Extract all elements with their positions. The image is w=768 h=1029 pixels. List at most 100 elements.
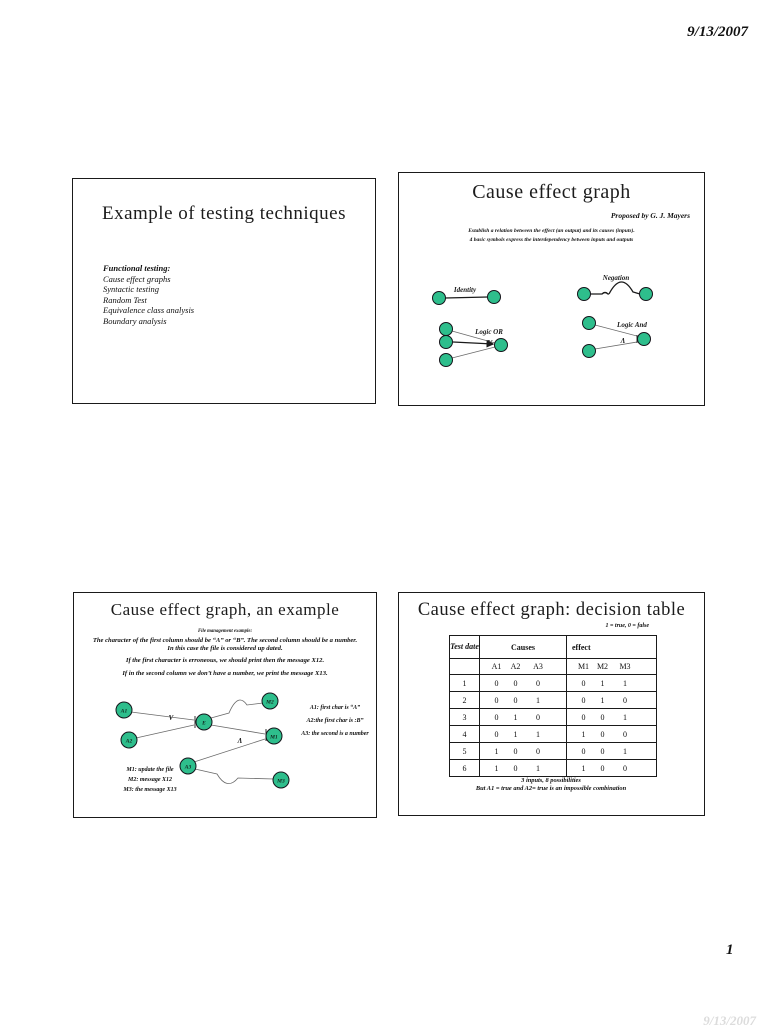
col-m2: M2	[596, 662, 609, 671]
causes-header: Causes	[479, 635, 567, 659]
slide4-note-impossible: But A1 = true and A2= true is an impossi…	[475, 785, 627, 792]
cell-value: 0	[513, 746, 518, 756]
node-e: E	[195, 713, 213, 731]
cell-value: 1	[536, 729, 540, 739]
node-a2: A2	[120, 731, 138, 749]
cell-value: 0	[513, 763, 518, 773]
slide3-paragraph-3: If in the second column we don’t have a …	[122, 670, 328, 677]
table-row: 6 1 0 1 1 0 0	[449, 759, 657, 777]
node-a1-label: A1	[120, 709, 128, 715]
logic-or-label: Logic OR	[474, 328, 503, 336]
effect-node-icon	[637, 332, 651, 346]
effect-node-icon	[487, 290, 501, 304]
decision-table: Test date Causes effect A1 A2 A3 M1 M2 M…	[449, 635, 657, 777]
row-number: 5	[449, 742, 480, 760]
table-header-row: Test date Causes effect	[449, 635, 657, 659]
table-row: 2 0 0 1 0 1 0	[449, 691, 657, 709]
cell-value: 0	[513, 678, 518, 688]
legend-line: M1: update the file	[126, 767, 174, 773]
cell-value: 0	[536, 712, 540, 722]
slide1-list-item: Syntactic testing	[103, 284, 159, 294]
cell-value: 1	[623, 746, 627, 756]
cause-node-icon	[179, 757, 197, 775]
test-date-header: Test date	[449, 635, 480, 659]
cell-value: 0	[600, 729, 605, 739]
legend-line: M2: message X12	[128, 777, 172, 783]
cell-value: 0	[494, 712, 499, 722]
slide3-cause-legend: A1: first char is “A” A2:the first char …	[296, 702, 374, 741]
effect-node-icon	[265, 727, 283, 745]
next-page-ghost-date: 9/13/2007	[703, 1013, 756, 1028]
effect-node-icon	[272, 771, 290, 789]
slide1-list-header: Functional testing:	[103, 263, 171, 273]
cell-value: 0	[600, 712, 605, 722]
cell-value: 1	[600, 678, 605, 688]
slide1-title: Example of testing techniques	[101, 203, 347, 224]
cell-value: 0	[581, 746, 586, 756]
logic-and-diagram: Logic And Λ	[582, 316, 651, 358]
effect-node-icon	[494, 338, 508, 352]
legend-line: A1: first char is “A”	[309, 705, 361, 711]
slide-cause-effect-graph-example: Cause effect graph, an example File mana…	[73, 592, 377, 818]
slide4-title: Cause effect graph: decision table	[417, 600, 686, 620]
legend-line: A2:the first char is :B”	[306, 718, 364, 724]
slide-decision-table: Cause effect graph: decision table 1 = t…	[398, 592, 705, 816]
or-symbol: V	[169, 714, 175, 722]
col-a2: A2	[510, 662, 521, 671]
cause-node-icon	[577, 287, 591, 301]
symbol-diagrams: Identity Negation Logic OR V Logi	[432, 274, 653, 367]
negation-label: Negation	[602, 274, 630, 282]
header-date: 9/13/2007	[687, 24, 748, 40]
node-m1: M1	[265, 727, 283, 745]
slide2-intro-text: Establish a relation between the effect …	[466, 228, 638, 245]
node-m1-label: M1	[269, 735, 278, 741]
legend-line: M3: the message X13	[123, 787, 177, 793]
slide-cause-effect-graph: Cause effect graph Proposed by G. J. May…	[398, 172, 705, 406]
col-a3: A3	[533, 662, 543, 671]
cell-value: 1	[494, 763, 499, 773]
cell-value: 0	[623, 729, 627, 739]
col-m1: M1	[577, 662, 590, 671]
table-row: 5 1 0 0 0 0 1	[449, 742, 657, 760]
table-subheader-row: A1 A2 A3 M1 M2 M3	[449, 658, 657, 675]
cell-value: 0	[536, 746, 540, 756]
cause-node-icon	[439, 335, 453, 349]
cause-node-icon	[432, 291, 446, 305]
cell-value: 1	[581, 763, 586, 773]
cause-node-icon	[115, 701, 133, 719]
cell-value: 0	[600, 763, 605, 773]
slide3-paragraph-1: The character of the first column should…	[92, 637, 358, 652]
slide3-effect-legend: M1: update the file M2: message X12 M3: …	[92, 765, 208, 795]
cell-value: 0	[513, 695, 518, 705]
cell-value: 0	[494, 729, 499, 739]
cell-value: 0	[581, 695, 586, 705]
logic-and-label: Logic And	[616, 321, 647, 329]
cell-value: 1	[581, 729, 586, 739]
node-a1: A1	[115, 701, 133, 719]
effect-node-icon	[639, 287, 653, 301]
cell-value: 1	[600, 695, 605, 705]
cell-value: 1	[494, 746, 499, 756]
node-a3-label: A3	[184, 765, 192, 771]
cell-value: 0	[494, 678, 499, 688]
cell-value: 0	[581, 712, 586, 722]
intermediate-node-icon	[195, 713, 213, 731]
node-e-label: E	[201, 721, 206, 727]
row-number: 4	[449, 725, 480, 743]
legend-line: A3: the second is a number	[301, 731, 369, 737]
cell-value: 0	[536, 678, 540, 688]
slide2-intro-line2: 4 basic symbols express the interdepende…	[469, 236, 634, 243]
and-symbol: Λ	[620, 337, 626, 345]
col-a1: A1	[491, 662, 502, 671]
node-m2: M2	[261, 692, 279, 710]
slide4-truth-legend: 1 = true, 0 = false	[605, 623, 649, 629]
cause-node-icon	[439, 322, 453, 336]
cell-value: 1	[623, 678, 627, 688]
cell-value: 0	[581, 678, 586, 688]
node-a3: A3	[179, 757, 197, 775]
cause-node-icon	[582, 344, 596, 358]
col-m3: M3	[619, 662, 631, 671]
slide4-note-possibilities: 3 inputs, 8 possibilities	[521, 777, 581, 784]
cause-node-icon	[582, 316, 596, 330]
slide-example-of-testing-techniques: Example of testing techniques Functional…	[72, 178, 376, 404]
